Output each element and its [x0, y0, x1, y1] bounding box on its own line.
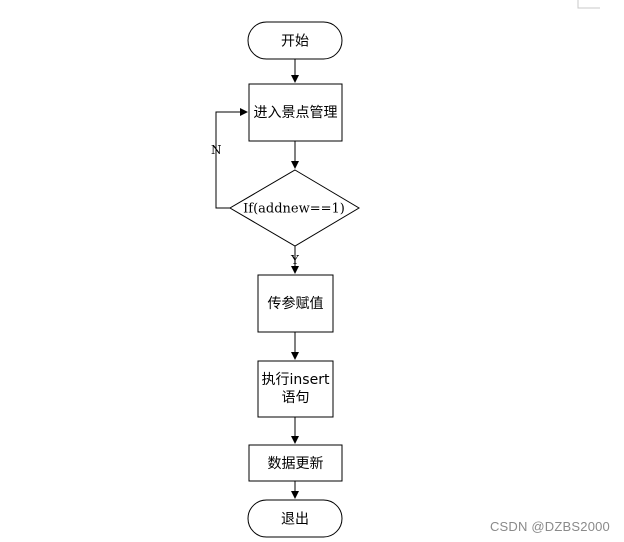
assign-params-node: 传参赋值	[257, 274, 334, 333]
exit-node: 退出	[247, 499, 343, 538]
watermark-text: CSDN @DZBS2000	[489, 519, 610, 534]
yes-branch-label: Y	[290, 253, 300, 267]
decision-label: If(addnew==1)	[243, 202, 345, 217]
assign-params-label: 传参赋值	[268, 295, 324, 312]
decision-node: If(addnew==1)	[229, 169, 360, 247]
execute-insert-label-line1: 执行insert	[262, 372, 330, 388]
enter-management-label: 进入景点管理	[254, 105, 338, 121]
connector-no-loop	[215, 108, 248, 209]
corner-mark	[577, 0, 600, 9]
enter-management-node: 进入景点管理	[248, 83, 343, 142]
data-update-node: 数据更新	[248, 444, 343, 482]
exit-node-label: 退出	[281, 512, 309, 528]
execute-insert-node: 执行insert 语句	[257, 360, 334, 418]
data-update-label: 数据更新	[268, 456, 324, 472]
execute-insert-label-line2: 语句	[282, 390, 310, 406]
no-branch-label: N	[211, 143, 222, 157]
start-node-label: 开始	[281, 34, 309, 50]
start-node: 开始	[247, 21, 343, 60]
